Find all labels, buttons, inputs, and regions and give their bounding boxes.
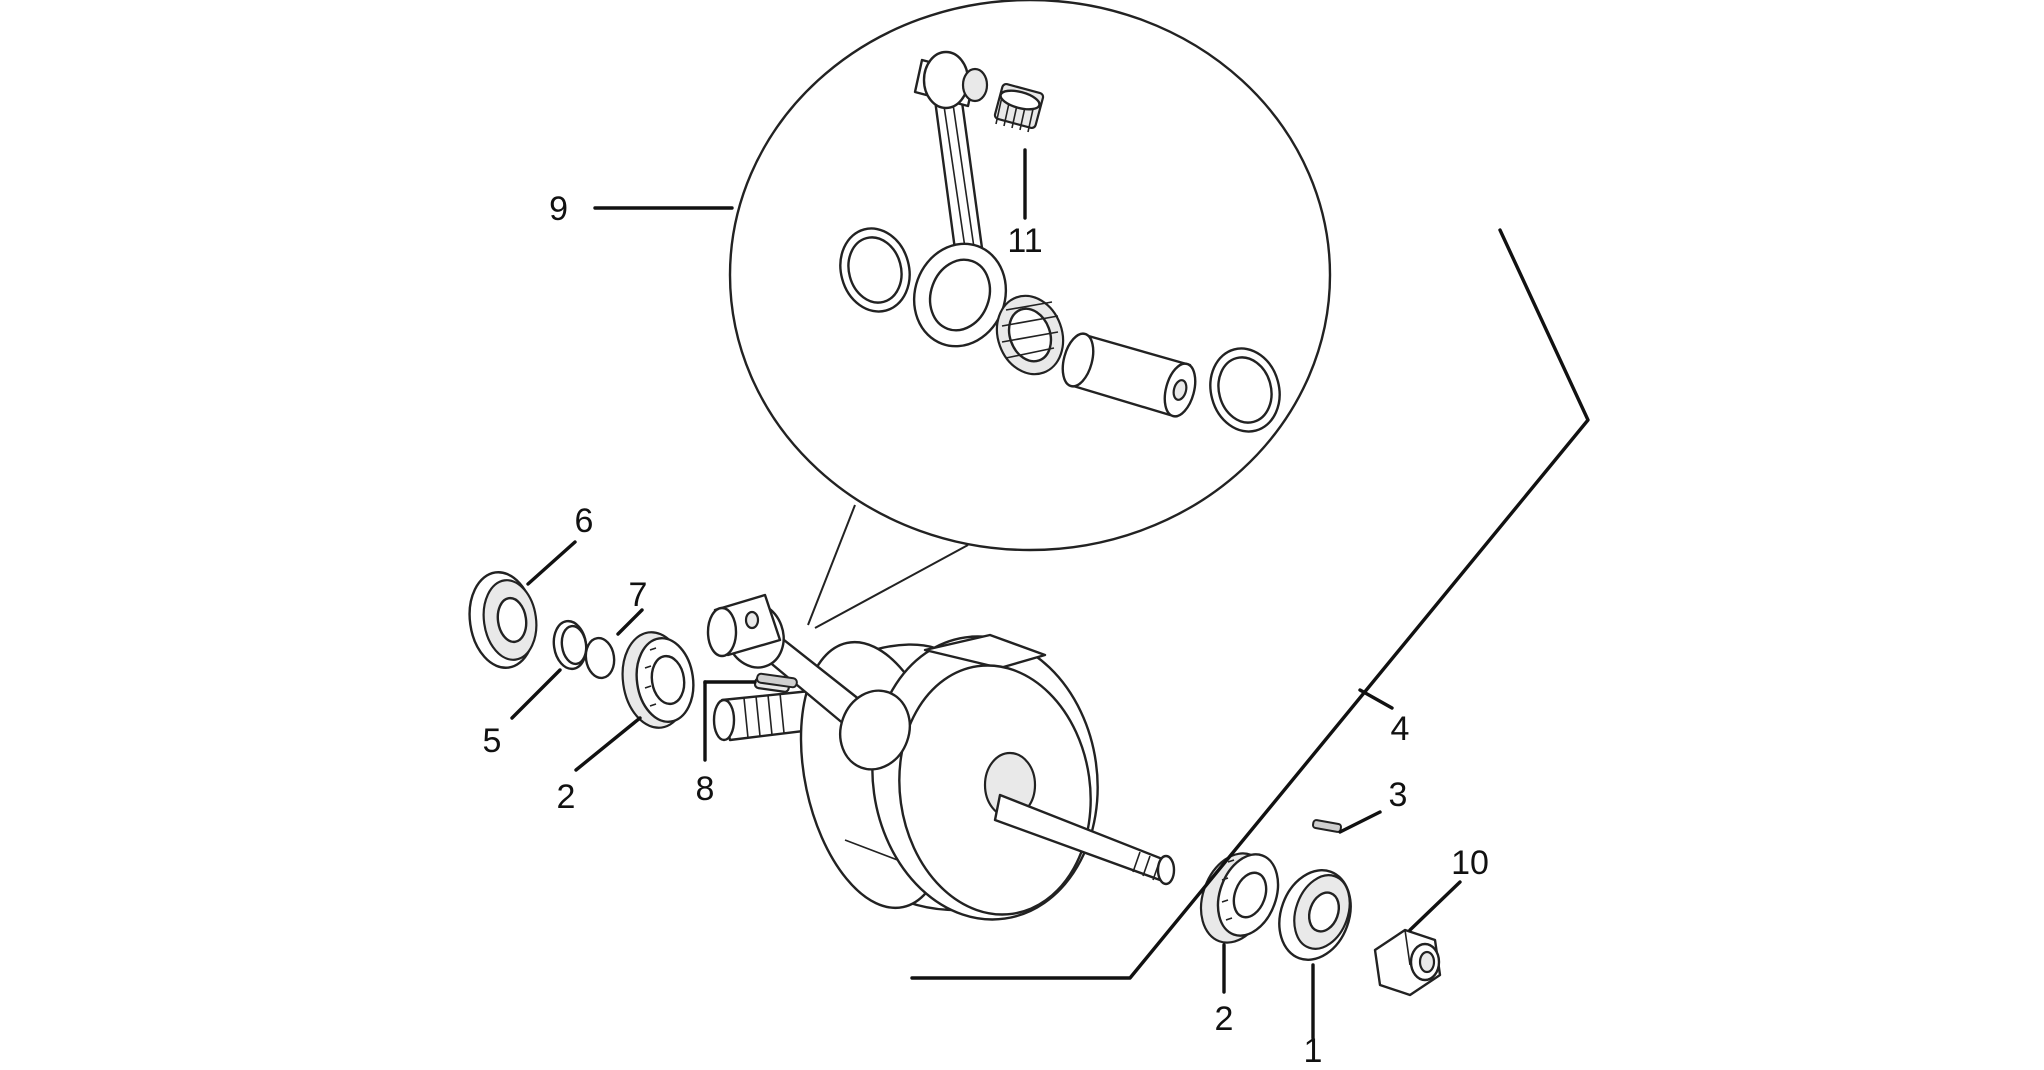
callout-4: 4 [1391, 710, 1410, 748]
callout-2-left: 2 [557, 778, 576, 816]
callout-10: 10 [1451, 844, 1489, 882]
crankshaft-assembly [706, 593, 1176, 921]
key-small [1311, 819, 1343, 833]
thrust-washer-left [839, 227, 911, 313]
woodruff-key [756, 672, 798, 689]
crank-pin [1061, 332, 1197, 418]
callout-2-right: 2 [1215, 1000, 1234, 1038]
callout-8: 8 [696, 770, 715, 808]
leader-lines [510, 148, 1590, 1040]
thrust-washer-right [1209, 347, 1281, 433]
spacer-ring [552, 619, 588, 671]
ball-bearing-left [621, 631, 695, 729]
oil-seal-left [468, 571, 538, 669]
callout-1: 1 [1304, 1032, 1323, 1065]
callout-3: 3 [1389, 776, 1408, 814]
ball-bearing-right [1199, 852, 1280, 944]
big-end-needle-bearing [995, 294, 1065, 376]
callout-5: 5 [483, 722, 502, 760]
nut [1373, 928, 1442, 997]
callout-11: 11 [1007, 222, 1042, 260]
connecting-rod-detail [912, 50, 1008, 348]
circlip [584, 636, 616, 680]
callout-9: 9 [549, 190, 568, 228]
small-end-needle-bearing [993, 82, 1045, 133]
detail-view-circle [728, 0, 1332, 629]
callout-7: 7 [629, 576, 648, 614]
callout-6: 6 [575, 502, 594, 540]
oil-seal-right [1278, 869, 1352, 961]
callout-labels: 9 11 6 7 5 2 8 4 3 10 2 1 [483, 190, 1489, 1070]
